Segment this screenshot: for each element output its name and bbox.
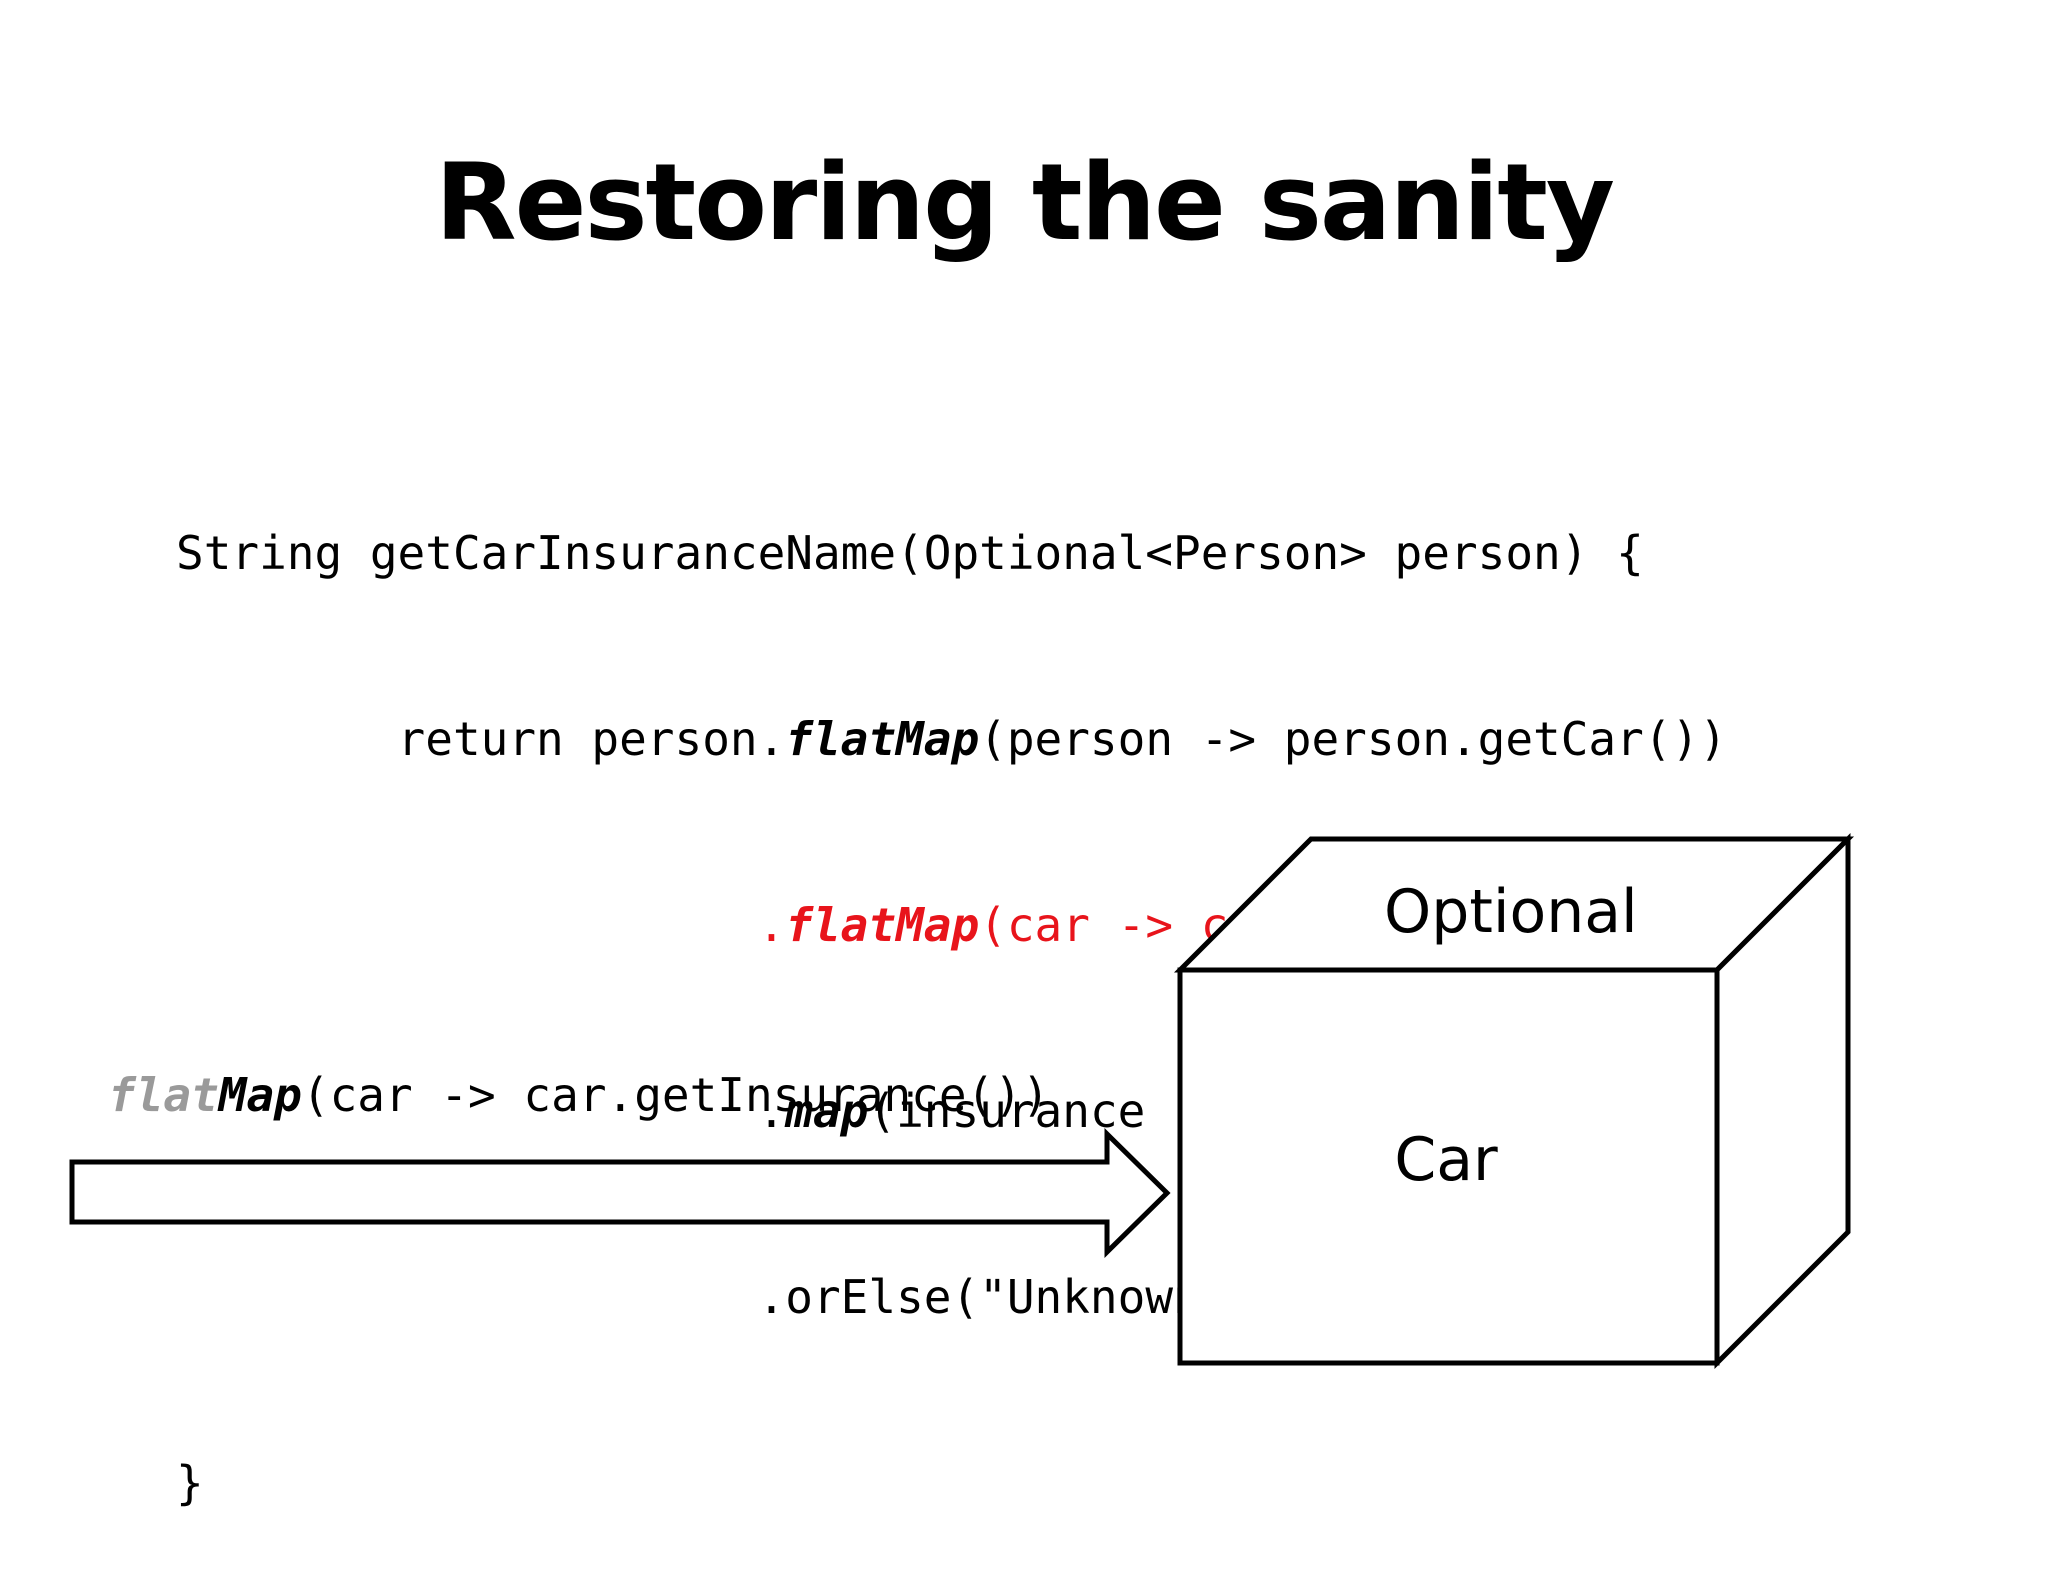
code-line-return: return person.flatMap(person -> person.g… [176,708,1810,770]
code-text: } [176,1456,204,1510]
code-text: String getCarInsuranceName(Optional<Pers… [176,526,1644,580]
code-line-close: } [176,1452,1810,1514]
arrow-label-emphasis: Map [218,1068,302,1122]
code-text: . [757,1084,786,1138]
code-line-signature: String getCarInsuranceName(Optional<Pers… [176,522,1810,584]
code-text: return person. [176,712,786,766]
right-arrow-icon [69,1128,1171,1258]
car-content-label: Car [1394,1125,1498,1195]
code-method-flatmap-highlighted: flatMap [785,898,980,952]
code-text: . [757,898,786,952]
optional-diagram [69,832,1855,1370]
arrow-label-rest: (car -> car.getInsurance()) [301,1068,1050,1122]
code-text: (person -> person.getCar()) [979,712,1727,766]
cube-front-face [1177,967,1720,1366]
arrow-label-faded: flat [108,1068,219,1122]
code-method-flatmap: flatMap [785,712,980,766]
code-method-map: map [785,1084,869,1138]
slide-title: Restoring the sanity [434,141,1615,264]
optional-box-label: Optional [1384,877,1638,947]
arrow-label: flatMap(car -> car.getInsurance()) [108,1064,1050,1126]
